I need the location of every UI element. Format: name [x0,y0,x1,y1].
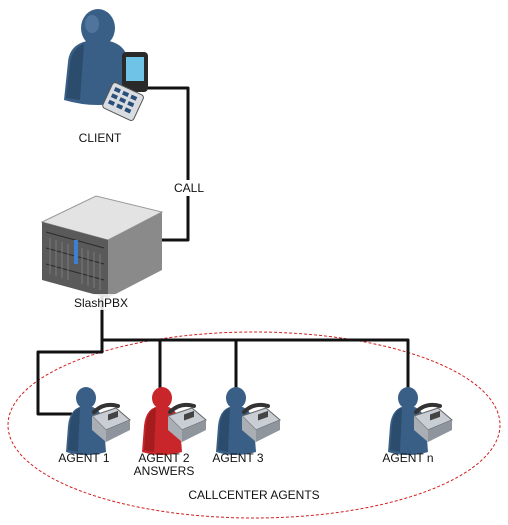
call-label-background [170,180,208,196]
desk-phone-icon [167,402,207,442]
agent-3-icon [216,387,281,455]
desk-phone-icon [413,402,453,442]
agent-n-label: AGENT n [382,451,433,465]
bus-line [100,270,410,404]
callcenter-agents-label: CALLCENTER AGENTS [188,488,319,502]
desk-phone-icon [91,402,131,442]
client-icon [64,9,148,121]
pbx-server-icon [40,195,164,298]
pbx-label-background [72,294,132,310]
agent-2-answers-label: ANSWERS [134,464,195,478]
callcenter-group-ellipse [7,331,501,519]
mobile-phone-icon [102,52,148,121]
client-label: CLIENT [79,131,122,145]
agent-1-label: AGENT 1 [58,451,109,465]
agent-2-label: AGENT 2 [138,451,189,465]
agent-n-icon [388,387,453,455]
agent-3-label: AGENT 3 [212,451,263,465]
pbx-label: SlashPBX [74,296,128,310]
desk-phone-icon [241,402,281,442]
call-label: CALL [174,181,204,195]
agent-1-icon [66,387,131,455]
line-agent-1 [36,340,104,416]
agent-2-icon [142,387,207,455]
